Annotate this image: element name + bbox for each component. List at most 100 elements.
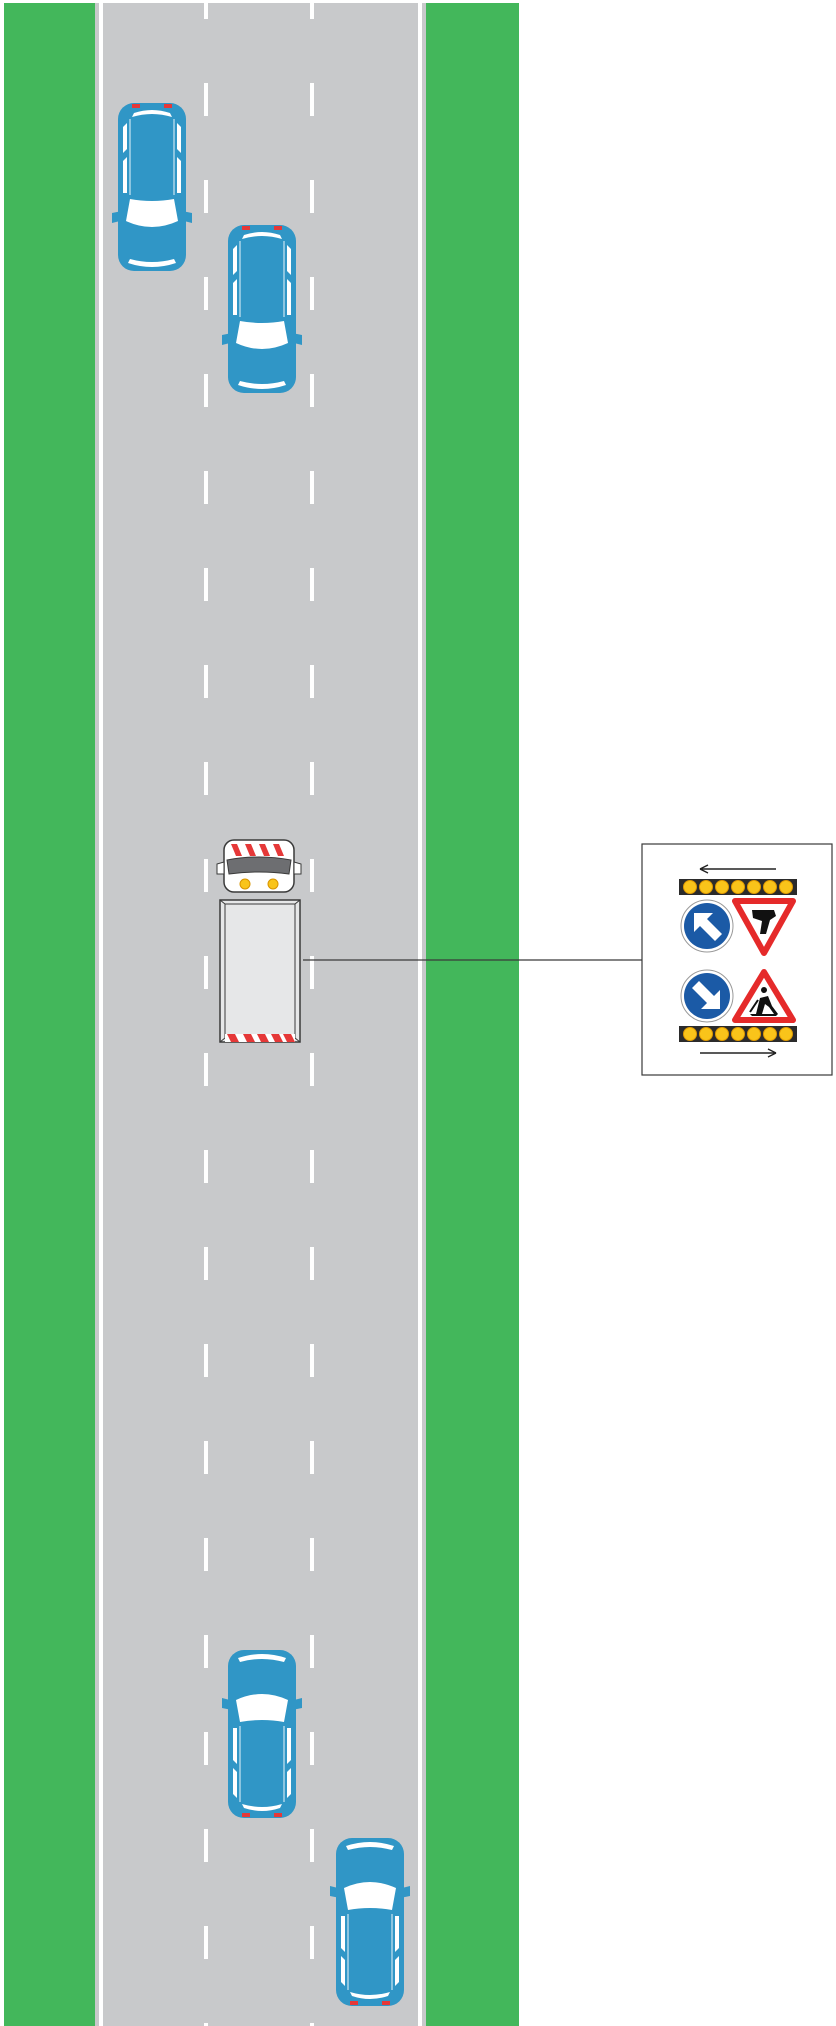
grass-verge-left (4, 3, 95, 2026)
side-window (233, 1768, 237, 1798)
car-upper-left (112, 103, 192, 271)
side-window (177, 157, 181, 193)
truck-body (220, 900, 300, 1042)
lane-dash (204, 83, 208, 116)
side-window (233, 279, 237, 315)
lane-dash (204, 1053, 208, 1086)
impact-protection-vehicle (217, 840, 301, 1042)
keep-right-sign-icon (681, 970, 733, 1022)
lane-dash (310, 277, 314, 310)
lane-dash (204, 277, 208, 310)
windscreen (236, 321, 288, 349)
lane-dash (204, 1538, 208, 1571)
lamp (748, 1028, 761, 1041)
lamp (764, 1028, 777, 1041)
side-window (341, 1956, 345, 1986)
lane-dash (310, 762, 314, 795)
car-lower-middle (222, 1650, 302, 1818)
mirror (217, 862, 224, 874)
lane-dash (310, 665, 314, 698)
side-window (123, 157, 127, 193)
side-window (287, 279, 291, 315)
lane-dash (204, 1829, 208, 1862)
lane-dash (204, 1635, 208, 1668)
car-body (118, 103, 186, 271)
lamp (716, 1028, 729, 1041)
rear-chevrons (225, 1034, 295, 1042)
lane-dash (204, 0, 208, 19)
lamp (748, 881, 761, 894)
lamp (732, 881, 745, 894)
lane-dash (310, 956, 314, 989)
windscreen (236, 1694, 288, 1722)
mirror (294, 862, 301, 874)
lane-dash (204, 568, 208, 601)
lane-dash (204, 1441, 208, 1474)
side-window (395, 1956, 399, 1986)
car-body (228, 1650, 296, 1818)
lane-dash (204, 1732, 208, 1765)
tail-light (164, 104, 172, 108)
cab-windscreen (227, 857, 291, 874)
tail-light (274, 1813, 282, 1817)
side-window (287, 1728, 291, 1764)
tail-light (382, 2001, 390, 2005)
lane-dash (310, 1247, 314, 1280)
car-body (336, 1838, 404, 2006)
tail-light (242, 226, 250, 230)
windscreen (344, 1882, 396, 1910)
lamp (780, 1028, 793, 1041)
side-window (177, 123, 181, 153)
lane-dash (204, 471, 208, 504)
lane-dash (204, 374, 208, 407)
side-window (341, 1916, 345, 1952)
lamp (732, 1028, 745, 1041)
side-window (287, 1768, 291, 1798)
edge-line-left (99, 3, 103, 2026)
lane-dash (310, 374, 314, 407)
lane-dash (310, 1150, 314, 1183)
lane-dash (310, 1441, 314, 1474)
lamp (684, 881, 697, 894)
lamp-row-bottom (679, 1026, 797, 1042)
lane-dash (204, 762, 208, 795)
lane-dash (204, 1926, 208, 1959)
lane-dash (310, 471, 314, 504)
keep-left-sign-icon (681, 900, 733, 952)
side-window (123, 123, 127, 153)
lamp (700, 1028, 713, 1041)
lane-dash (310, 1538, 314, 1571)
lamp (764, 881, 777, 894)
side-window (395, 1916, 399, 1952)
tail-light (242, 1813, 250, 1817)
amber-beacon (240, 879, 250, 889)
lane-dash (310, 1732, 314, 1765)
car-body (228, 225, 296, 393)
lane-dash (310, 0, 314, 19)
lane-dash (204, 956, 208, 989)
lane-dash (310, 1926, 314, 1959)
lane-dash (204, 665, 208, 698)
tail-light (274, 226, 282, 230)
edge-line-right (418, 3, 422, 2026)
lane-dash (310, 859, 314, 892)
grass-verge-right (426, 3, 519, 2026)
lamp (700, 881, 713, 894)
car-upper-middle (222, 225, 302, 393)
side-window (233, 1728, 237, 1764)
lane-dash (310, 1829, 314, 1862)
side-window (287, 245, 291, 275)
lane-dash (204, 1344, 208, 1377)
lane-dash (310, 83, 314, 116)
lane-dash (310, 1344, 314, 1377)
lane-dash (310, 568, 314, 601)
lane-dash (310, 1635, 314, 1668)
windscreen (126, 199, 178, 227)
lane-dash (310, 1053, 314, 1086)
lamp (780, 881, 793, 894)
car-lower-right (330, 1838, 410, 2006)
lamp-row-top (679, 879, 797, 895)
lamp (716, 881, 729, 894)
lane-dash (204, 1247, 208, 1280)
lamp (684, 1028, 697, 1041)
